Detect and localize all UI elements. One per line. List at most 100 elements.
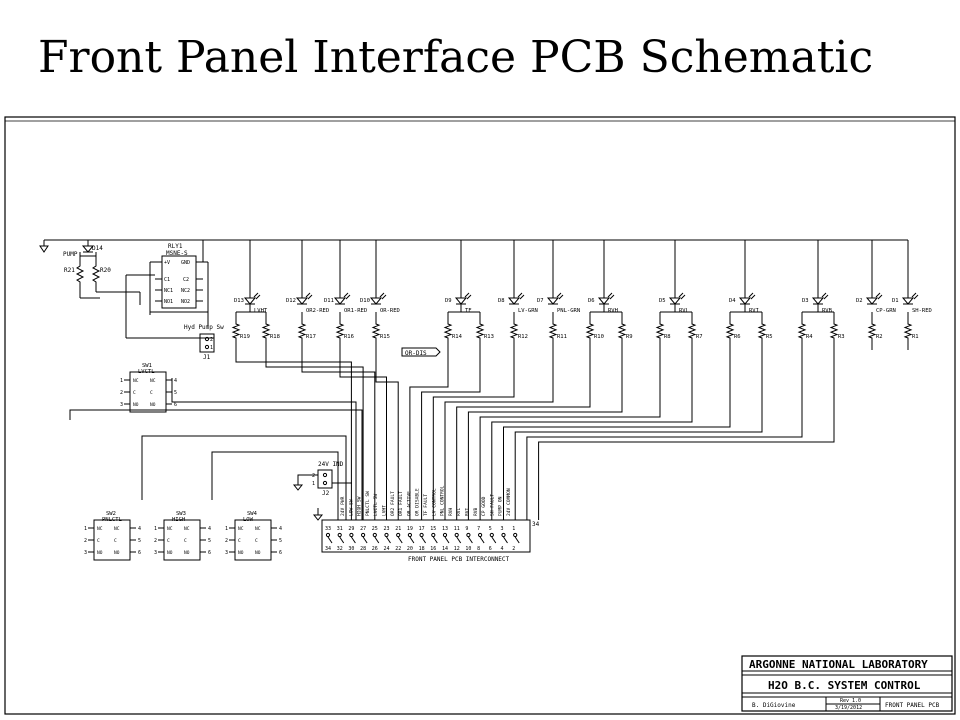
led-name-6: PNL-GRN bbox=[557, 308, 580, 314]
resistor-label-3: R16 bbox=[344, 334, 354, 340]
switch-term-left: C bbox=[167, 538, 170, 544]
j1-pin-1: 1 bbox=[210, 345, 213, 351]
signal-wire bbox=[301, 350, 376, 520]
switch-term-right: NO bbox=[114, 550, 120, 556]
led-name-12: SH-RED bbox=[912, 308, 932, 314]
resistor-r13: R13 bbox=[475, 312, 494, 350]
signal-label: RVI bbox=[465, 507, 471, 516]
resistor-r10: R10 bbox=[585, 312, 604, 350]
header-pin bbox=[478, 532, 483, 538]
led-name-4: TF bbox=[465, 308, 472, 314]
relay-pin-right-3: NC2 bbox=[181, 288, 190, 294]
led-ref-8: D5 bbox=[659, 298, 666, 304]
led-name-10: RVB bbox=[822, 308, 833, 314]
switch-term-left: C bbox=[133, 390, 136, 396]
pump-label: PUMP bbox=[63, 251, 78, 258]
switch-term-right: C bbox=[150, 390, 153, 396]
resistor-r7: R7 bbox=[687, 312, 703, 350]
header-pin-bottom: 6 bbox=[489, 546, 492, 552]
header-pin-bottom: 26 bbox=[372, 546, 378, 552]
switch-term-left: NO bbox=[238, 550, 244, 556]
header-pin bbox=[384, 532, 389, 538]
resistor-r5: R5 bbox=[757, 312, 773, 350]
resistor-r2: R2 bbox=[867, 312, 883, 350]
relay-name: RLY1 bbox=[168, 243, 183, 250]
title-block-project: H2O B.C. SYSTEM CONTROL bbox=[768, 679, 921, 692]
signal-wire bbox=[265, 350, 364, 520]
header-pin bbox=[501, 532, 506, 538]
header-pin-top: 13 bbox=[442, 526, 448, 532]
header-pin-bottom: 28 bbox=[360, 546, 366, 552]
switch-term-left: NO bbox=[167, 550, 173, 556]
switch-pin-left: 1 bbox=[225, 526, 228, 532]
signal-label: RVH bbox=[448, 507, 454, 516]
switch-pin-right: 4 bbox=[208, 526, 211, 532]
header-pin bbox=[419, 532, 424, 538]
signal-wire bbox=[432, 350, 515, 520]
header-pin-bottom: 32 bbox=[337, 546, 343, 552]
signal-wire bbox=[514, 350, 763, 520]
relay-part: MSNE-S bbox=[166, 250, 188, 257]
header-pin-top: 7 bbox=[477, 526, 480, 532]
switch-pin-right: 5 bbox=[208, 538, 211, 544]
header-pin-top: 9 bbox=[465, 526, 468, 532]
resistor-label-10: R9 bbox=[626, 334, 633, 340]
signal-label: PNL CONTROL bbox=[440, 485, 446, 516]
resistor-label-11: R8 bbox=[664, 334, 671, 340]
switch-name-1: PNLCTL bbox=[102, 517, 123, 523]
led-ref-2: D11 bbox=[324, 298, 334, 304]
signal-label: RVL bbox=[456, 507, 462, 516]
resistor-label-9: R10 bbox=[594, 334, 604, 340]
signal-label: RVB bbox=[473, 507, 479, 516]
signal-wire bbox=[235, 350, 352, 520]
header-pin-bottom: 12 bbox=[454, 546, 460, 552]
switch-ref-3: SW4 bbox=[247, 511, 258, 517]
signal-label: LVCTL SW bbox=[373, 494, 379, 516]
signal-wire bbox=[491, 350, 693, 520]
drawing-frame bbox=[4, 116, 956, 715]
or-dis-label: OR-DIS bbox=[405, 350, 427, 357]
led-ref-0: D13 bbox=[234, 298, 244, 304]
header-pin bbox=[489, 532, 494, 538]
switch-pin-right: 4 bbox=[279, 526, 282, 532]
switch-name-3: LOW bbox=[243, 517, 254, 523]
j2-pin-2: 2 bbox=[312, 473, 315, 479]
led-name-9: RVI bbox=[749, 308, 759, 314]
interconnect-title: FRONT PANEL PCB INTERCONNECT bbox=[408, 556, 510, 563]
signal-label: PUMP ON bbox=[498, 496, 504, 516]
resistor-label-5: R14 bbox=[452, 334, 463, 340]
switch-ref-1: SW2 bbox=[106, 511, 116, 517]
relay-pin-left-3: NC1 bbox=[164, 288, 173, 294]
led-name-2: OR1-RED bbox=[344, 308, 367, 314]
header-pin bbox=[513, 532, 518, 538]
switch-term-right: C bbox=[184, 538, 187, 544]
resistor-label-18: R1 bbox=[912, 334, 919, 340]
header-pin-top: 1 bbox=[512, 526, 515, 532]
led-ref-11: D2 bbox=[856, 298, 863, 304]
switch-pin-left: 2 bbox=[154, 538, 157, 544]
connector-j1 bbox=[199, 312, 215, 353]
or-dis-tag bbox=[401, 347, 441, 357]
resistor-label-17: R2 bbox=[876, 334, 883, 340]
switch-term-left: NC bbox=[238, 526, 244, 532]
resistor-r17: R17 bbox=[297, 312, 316, 350]
header-pin-top: 31 bbox=[337, 526, 343, 532]
relay-pin-right-1: GND bbox=[181, 260, 190, 266]
switch-pin-right: 5 bbox=[138, 538, 141, 544]
header-pin bbox=[466, 532, 471, 538]
header-pin-bottom: 24 bbox=[384, 546, 390, 552]
header-pin-bottom: 30 bbox=[348, 546, 354, 552]
low-wire bbox=[211, 451, 339, 520]
header-pin-top: 3 bbox=[501, 526, 504, 532]
header-pin bbox=[325, 532, 331, 538]
signal-label: 24V COMMON bbox=[506, 488, 512, 516]
header-pin-top: 5 bbox=[489, 526, 492, 532]
signal-wires bbox=[69, 350, 835, 520]
signal-label: LOW SW bbox=[348, 499, 354, 516]
